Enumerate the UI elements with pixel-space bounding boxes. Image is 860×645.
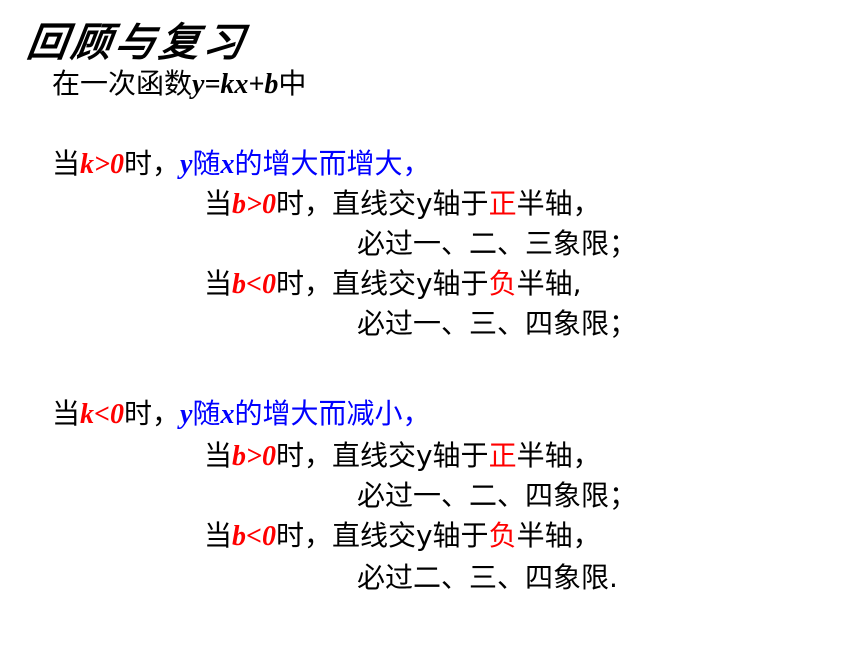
dang-label: 当 [204, 519, 233, 552]
half-axis-word: 正 [488, 187, 517, 220]
k-negative-condition: k<0 [80, 399, 124, 430]
trend-rest: 的增大而减小， [234, 397, 431, 430]
k-positive-heading: 当k>0时，y随x的增大而增大， [52, 146, 430, 183]
k-negative-b-positive-quadrants: 必过一、二、四象限； [357, 479, 638, 512]
b-negative-condition: b<0 [232, 521, 276, 552]
k-negative-b-positive-line: 当b>0时，直线交y轴于正半轴， [204, 438, 601, 475]
half-axis-end: 半轴， [516, 519, 601, 552]
k-negative-heading: 当k<0时，y随x的增大而减小， [52, 396, 430, 433]
dang-label: 当 [204, 267, 233, 300]
k-positive-b-positive-line: 当b>0时，直线交y轴于正半轴， [204, 186, 601, 223]
axis-text: 时，直线交y轴于 [275, 519, 489, 552]
intro-formula: y=kx+b [192, 69, 279, 100]
half-axis-end: 半轴， [516, 439, 601, 472]
half-axis-end: 半轴, [516, 267, 582, 300]
half-axis-word: 负 [488, 267, 517, 300]
half-axis-word: 负 [488, 519, 517, 552]
intro-prefix: 在一次函数 [52, 67, 193, 100]
k-positive-b-positive-quadrants: 必过一、二、三象限； [357, 227, 638, 260]
k-positive-b-negative-quadrants: 必过一、三、四象限； [357, 307, 638, 340]
k-negative-b-negative-quadrants: 必过二、三、四象限. [357, 561, 618, 594]
shi-label: 时， [123, 397, 180, 430]
trend-rest: 的增大而增大， [234, 147, 431, 180]
axis-text: 时，直线交y轴于 [275, 267, 489, 300]
k-positive-b-negative-line: 当b<0时，直线交y轴于负半轴, [204, 266, 581, 303]
k-negative-trend: y随x的增大而减小， [180, 397, 430, 430]
k-positive-condition: k>0 [80, 149, 124, 180]
half-axis-word: 正 [488, 439, 517, 472]
dang-label: 当 [204, 187, 233, 220]
dang-label: 当 [52, 147, 81, 180]
trend-x: x [220, 149, 235, 180]
half-axis-end: 半轴， [516, 187, 601, 220]
page-title: 回顾与复习 [24, 19, 251, 66]
k-negative-b-negative-line: 当b<0时，直线交y轴于负半轴， [204, 518, 601, 555]
k-positive-trend: y随x的增大而增大， [180, 147, 430, 180]
dang-label: 当 [204, 439, 233, 472]
trend-x: x [220, 399, 235, 430]
b-positive-condition: b>0 [232, 441, 276, 472]
b-positive-condition: b>0 [232, 189, 276, 220]
intro-line: 在一次函数y=kx+b中 [52, 66, 306, 103]
b-negative-condition: b<0 [232, 269, 276, 300]
dang-label: 当 [52, 397, 81, 430]
trend-sui: 随 [192, 397, 221, 430]
trend-sui: 随 [192, 147, 221, 180]
intro-suffix: 中 [278, 67, 307, 100]
axis-text: 时，直线交y轴于 [275, 187, 489, 220]
shi-label: 时， [123, 147, 180, 180]
trend-y: y [180, 149, 193, 180]
axis-text: 时，直线交y轴于 [275, 439, 489, 472]
trend-y: y [180, 399, 193, 430]
